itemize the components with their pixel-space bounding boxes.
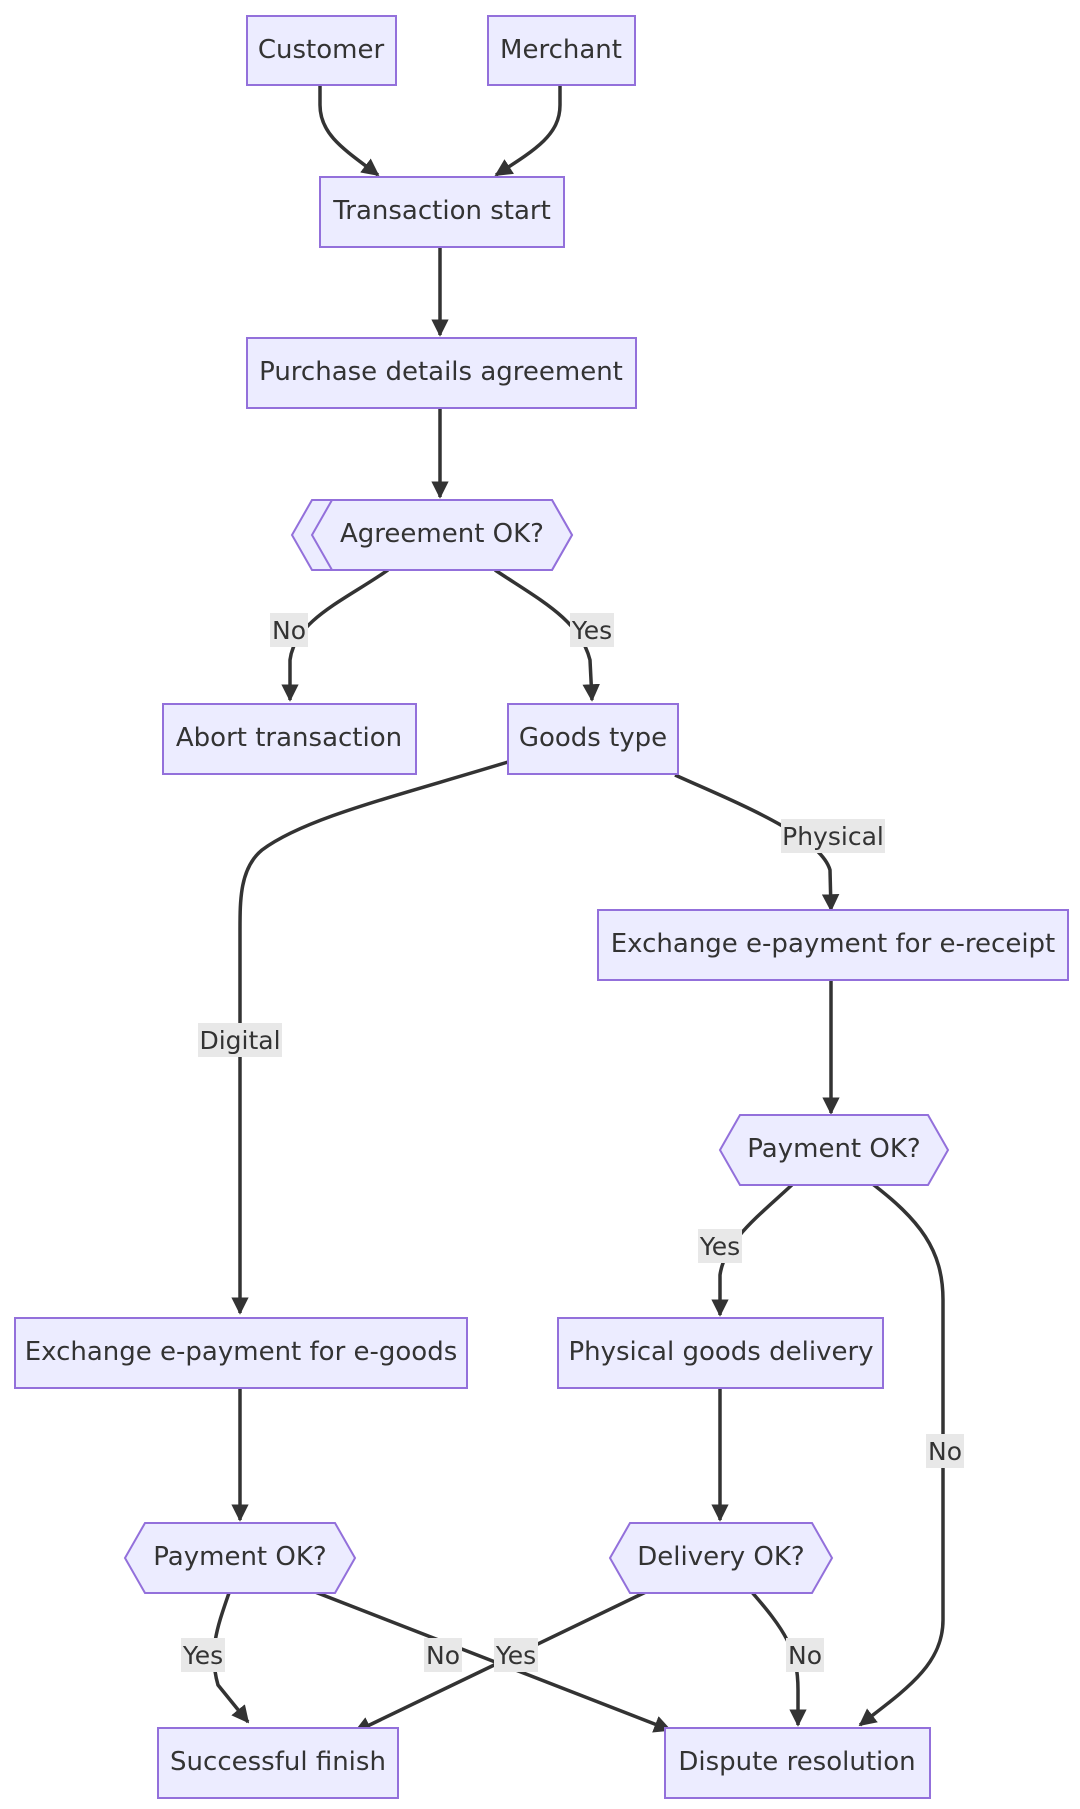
node-physical-delivery-label: Physical goods delivery [568,1337,873,1367]
node-customer: Customer [246,15,397,86]
edge-customer-to-start [318,85,380,177]
node-purchase-details-label: Purchase details agreement [259,357,623,387]
node-payment-ok-digital-label: Payment OK? [153,1542,326,1572]
node-exchange-receipt: Exchange e-payment for e-receipt [597,909,1069,981]
edge-label-delivery-yes: Yes [495,1641,536,1670]
node-dispute-resolution-label: Dispute resolution [678,1747,915,1777]
node-payment-ok-physical-label: Payment OK? [747,1134,920,1164]
node-abort-transaction-label: Abort transaction [176,723,402,753]
node-customer-label: Customer [258,35,385,65]
node-delivery-ok: Delivery OK? [608,1522,834,1594]
edge-label-digital: Digital [199,1026,280,1055]
edge-agreement-yes [494,568,600,702]
node-exchange-goods: Exchange e-payment for e-goods [14,1317,468,1389]
node-transaction-start-label: Transaction start [332,196,551,226]
node-purchase-details: Purchase details agreement [246,337,637,409]
node-successful-finish: Successful finish [157,1727,399,1799]
node-physical-delivery: Physical goods delivery [557,1317,884,1389]
node-goods-type: Goods type [507,703,679,775]
node-exchange-receipt-label: Exchange e-payment for e-receipt [611,929,1056,959]
node-delivery-ok-label: Delivery OK? [637,1542,805,1572]
edge-label-payment-phys-no: No [928,1437,962,1466]
edge-goods-physical [674,773,840,912]
edge-label-agreement-yes: Yes [571,616,612,645]
node-abort-transaction: Abort transaction [162,703,417,775]
node-payment-ok-physical: Payment OK? [718,1114,950,1186]
node-payment-ok-digital: Payment OK? [123,1522,357,1594]
edge-payment-phys-yes [711,1180,797,1317]
node-exchange-goods-label: Exchange e-payment for e-goods [25,1337,458,1367]
edge-labels: No Yes Digital Physical Yes No Yes No Ye… [181,613,964,1672]
node-agreement-ok: Agreement OK? [290,499,574,571]
node-successful-finish-label: Successful finish [170,1747,386,1777]
edge-goods-digital [231,760,509,1315]
edge-payment-dig-no [309,1588,672,1733]
node-merchant: Merchant [487,15,636,86]
edge-label-delivery-no: No [788,1641,822,1670]
edges [212,85,945,1734]
node-dispute-resolution: Dispute resolution [664,1727,931,1799]
edge-label-payment-dig-yes: Yes [182,1641,223,1670]
node-merchant-label: Merchant [500,35,622,65]
node-agreement-ok-label: Agreement OK? [340,519,544,549]
edge-label-agreement-no: No [272,616,306,645]
node-transaction-start: Transaction start [319,176,565,248]
edge-label-payment-phys-yes: Yes [699,1232,740,1261]
edge-label-physical: Physical [782,822,884,851]
edge-agreement-no [281,568,390,702]
node-goods-type-label: Goods type [519,723,667,753]
edge-merchant-to-start [494,85,562,177]
nodes: Customer Merchant Transaction start Purc… [14,15,1069,1799]
edge-label-payment-dig-no: No [426,1641,460,1670]
